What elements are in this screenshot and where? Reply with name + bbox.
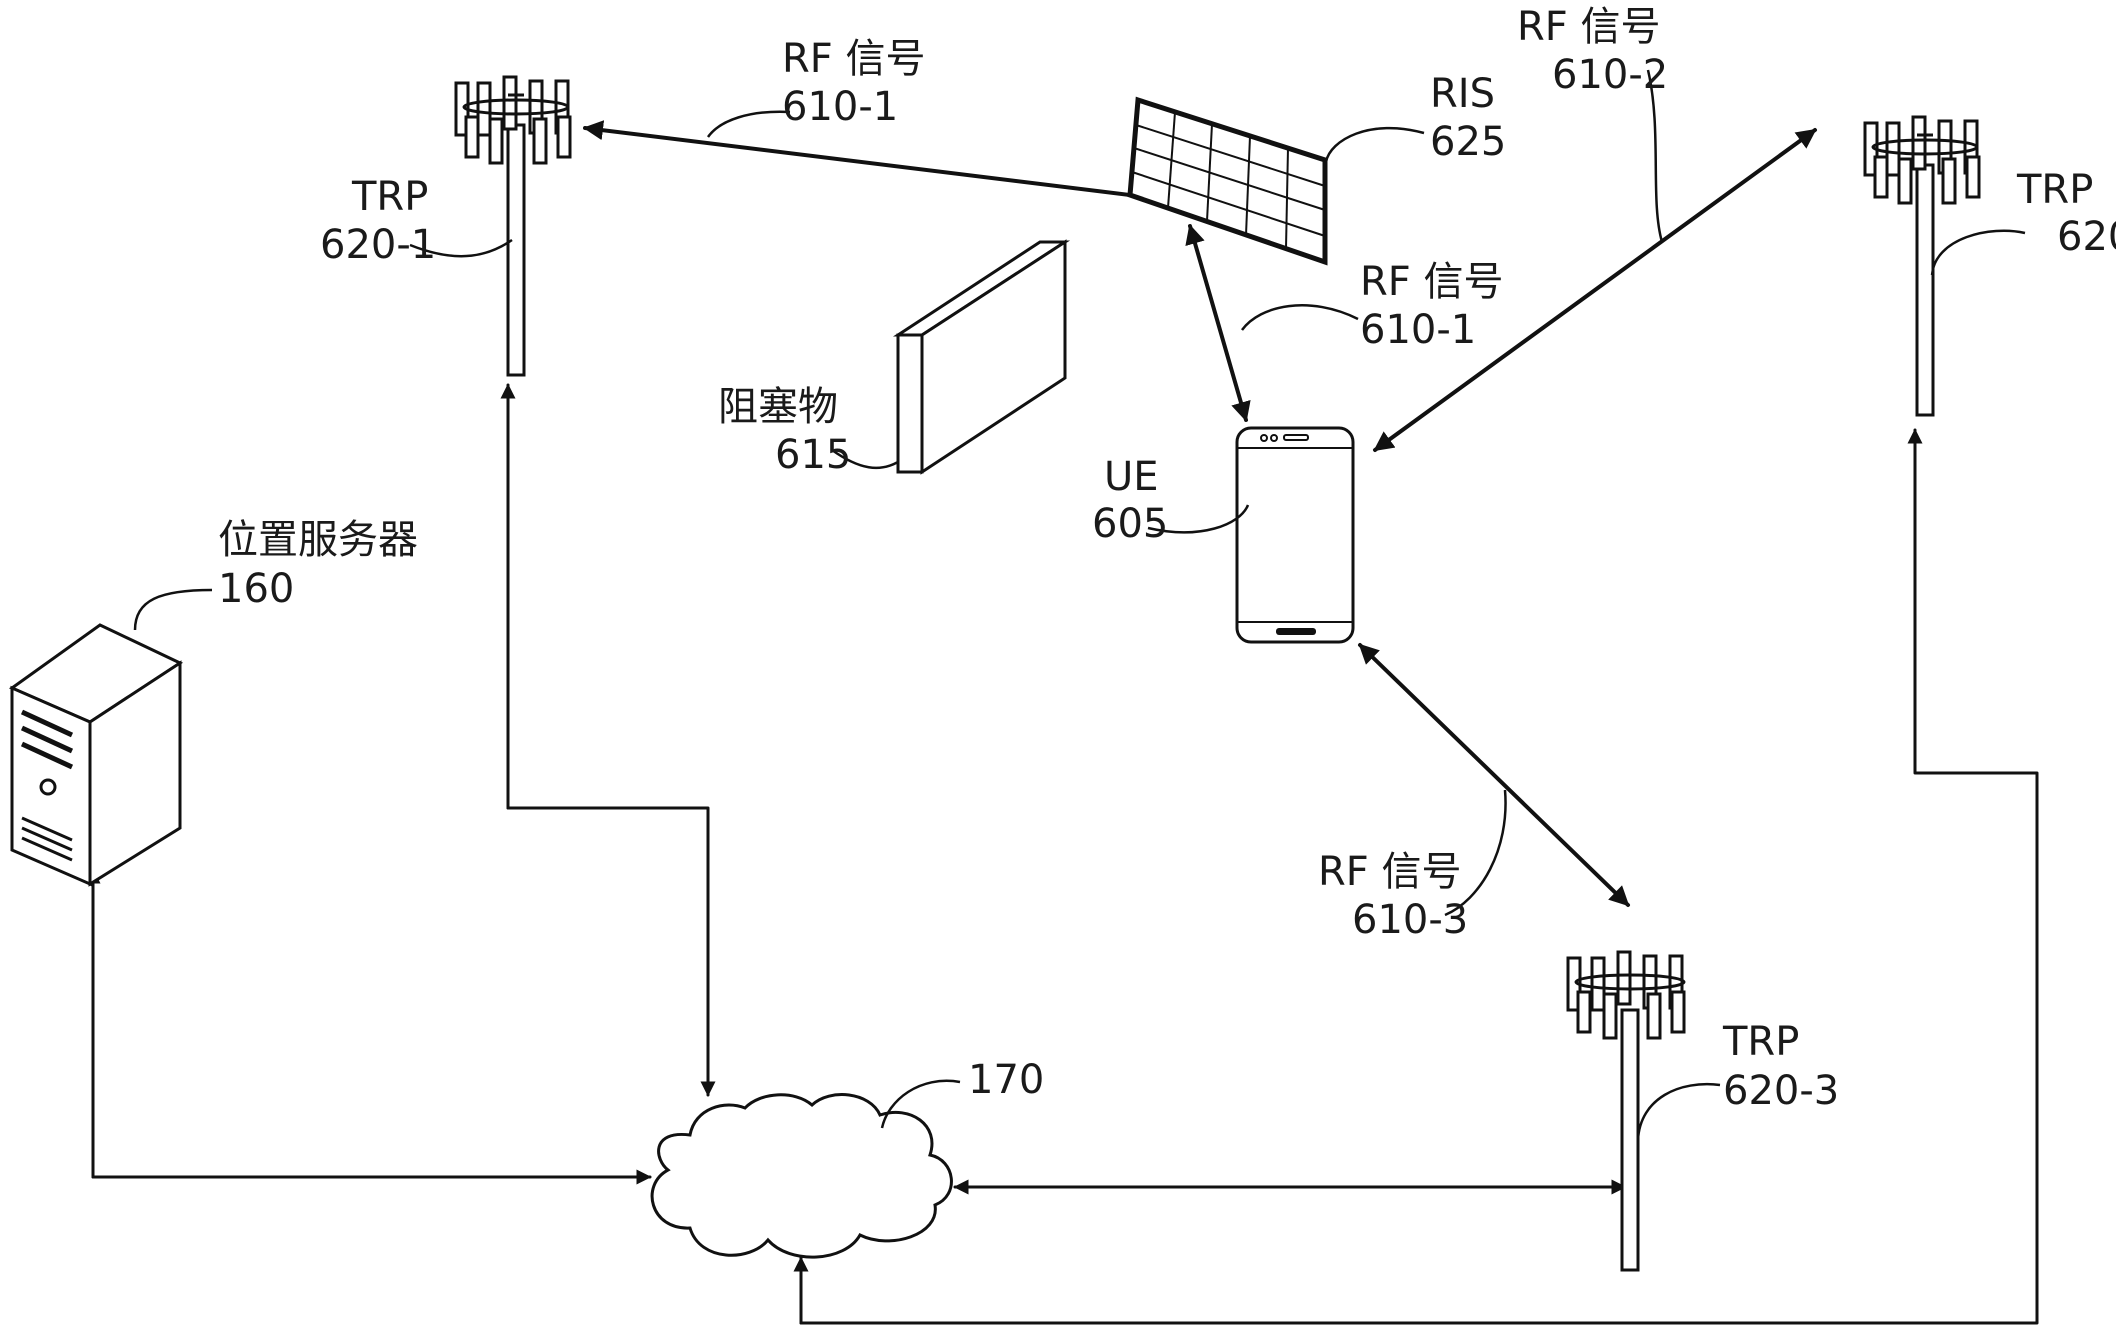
trp-620-2-id-label: 620-2 bbox=[2057, 214, 2116, 260]
ris-name-label: RIS bbox=[1430, 71, 1495, 117]
rf-signal-610-2-id-label: 610-2 bbox=[1552, 52, 1668, 98]
rf-signal-top-id-label: 610-1 bbox=[782, 84, 898, 130]
location-server-id-label: 160 bbox=[218, 566, 294, 612]
trp-620-3-id-label: 620-3 bbox=[1723, 1068, 1839, 1114]
rf-signal-top-name-label: RF 信号 bbox=[782, 36, 926, 82]
rf-ue-trp2-arrow bbox=[1373, 128, 1817, 452]
leader-lines bbox=[133, 69, 2026, 1141]
obstruction-name-label: 阻塞物 bbox=[718, 384, 838, 430]
obstruction-id-label: 615 bbox=[775, 432, 851, 478]
rf-links bbox=[583, 120, 1817, 907]
trp-620-2-name-label: TRP bbox=[2016, 167, 2093, 213]
network-cloud-icon bbox=[650, 1093, 953, 1259]
ue-name-label: UE bbox=[1104, 454, 1159, 500]
rf-ue-trp3-arrow bbox=[1358, 643, 1630, 907]
rf-signal-ris-id-label: 610-1 bbox=[1360, 307, 1476, 353]
rf-signal-610-3-name-label: RF 信号 bbox=[1318, 849, 1462, 895]
location-server-icon bbox=[8, 623, 184, 887]
rf-ris-ue-arrow bbox=[1185, 224, 1251, 422]
ris-id-label: 625 bbox=[1430, 119, 1506, 165]
rf-ris-trp1-arrow bbox=[583, 120, 1197, 211]
trp1-to-cloud-arrow bbox=[506, 806, 716, 1097]
trp-620-2-tower-icon bbox=[1863, 115, 1981, 417]
backhaul-links bbox=[85, 383, 2039, 1325]
trp-620-1-id-label: 620-1 bbox=[320, 222, 436, 268]
rf-signal-610-3-id-label: 610-3 bbox=[1352, 897, 1468, 943]
trp-620-3-tower-icon bbox=[1566, 950, 1686, 1272]
rf-signal-ris-name-label: RF 信号 bbox=[1360, 259, 1504, 305]
obstruction-block-icon bbox=[892, 239, 1071, 475]
trp-620-1-tower-icon bbox=[454, 75, 572, 377]
trp-620-1-name-label: TRP bbox=[351, 174, 428, 220]
ris-panel-icon bbox=[1127, 96, 1328, 266]
ue-phone-icon bbox=[1235, 426, 1355, 644]
rf-signal-610-2-name-label: RF 信号 bbox=[1517, 4, 1661, 50]
trp2-to-cloud-arrow bbox=[793, 1256, 832, 1325]
cloud-id-label: 170 bbox=[968, 1057, 1044, 1103]
ue-id-label: 605 bbox=[1092, 501, 1168, 547]
cloud-to-server-arrow bbox=[85, 868, 642, 1179]
trp-620-3-name-label: TRP bbox=[1722, 1019, 1799, 1065]
location-server-name-label: 位置服务器 bbox=[218, 517, 418, 563]
